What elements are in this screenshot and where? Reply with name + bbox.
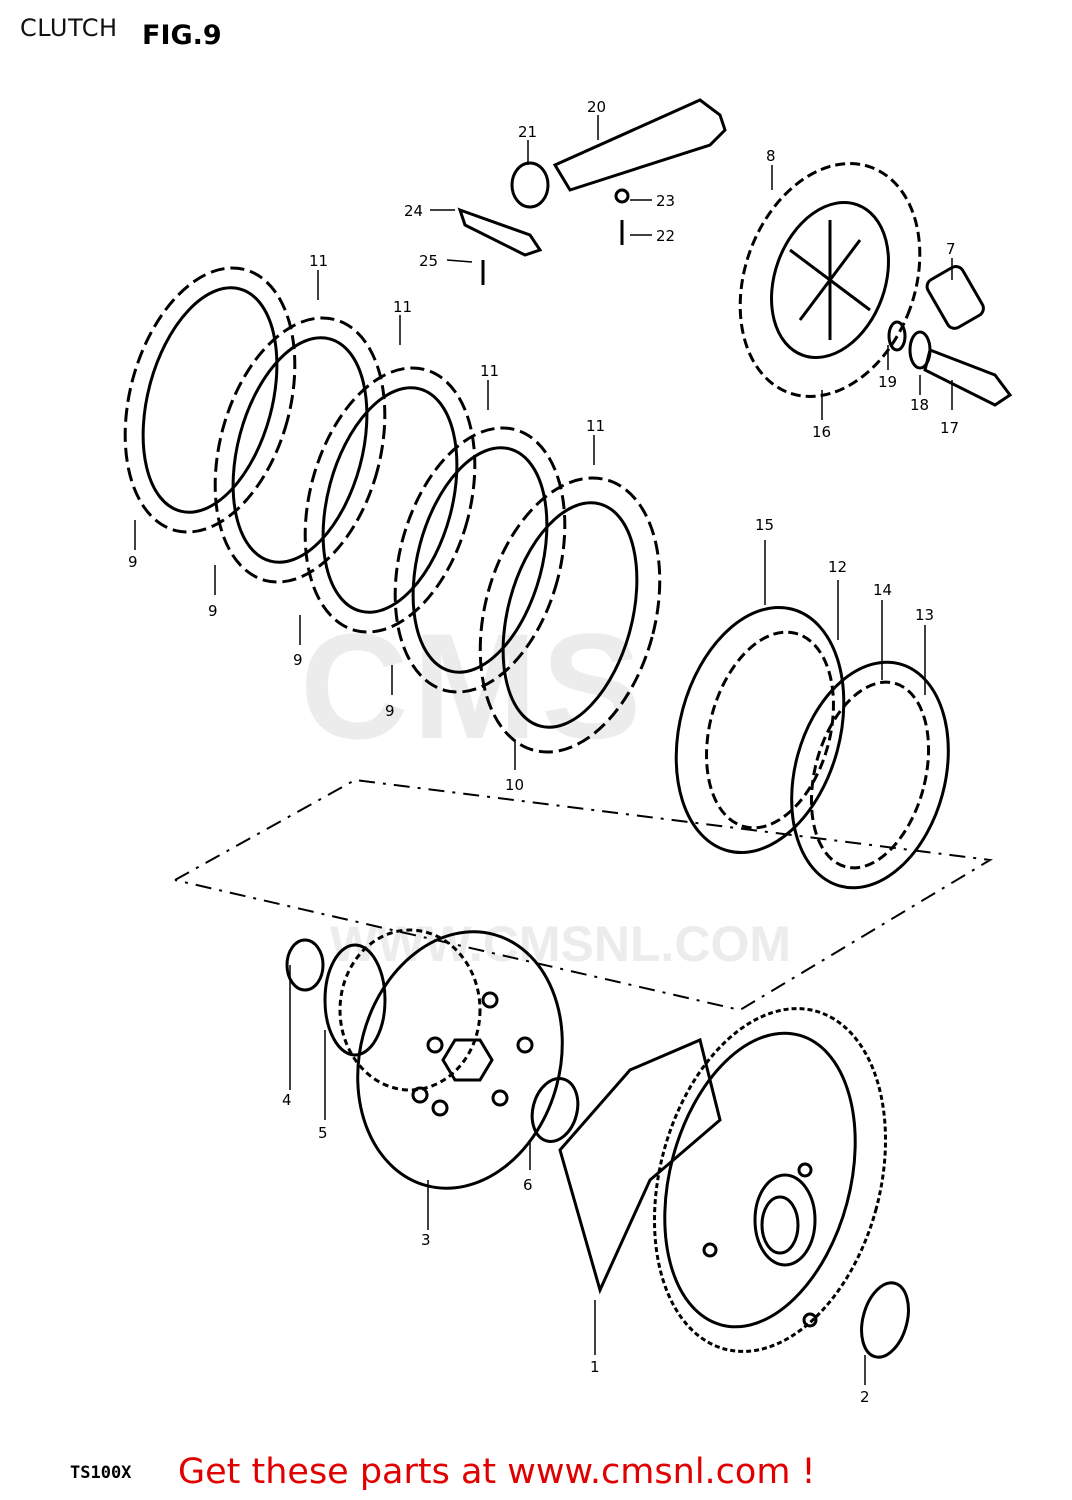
- clutch-housing: [558, 1007, 910, 1359]
- push-rod-assembly: [887, 320, 1013, 407]
- callout-11c: 11: [480, 362, 499, 380]
- callout-3: 3: [421, 1231, 431, 1249]
- callout-20: 20: [587, 98, 606, 116]
- clutch-sleeve-hub: [674, 605, 950, 890]
- callout-9b: 9: [208, 602, 218, 620]
- callout-1: 1: [590, 1358, 600, 1376]
- callout-8: 8: [766, 147, 776, 165]
- callout-9a: 9: [128, 553, 138, 571]
- callout-16: 16: [812, 423, 831, 441]
- clutch-plate-stack: [123, 266, 662, 754]
- callout-11d: 11: [586, 417, 605, 435]
- callout-10: 10: [505, 776, 524, 794]
- callout-24: 24: [404, 202, 423, 220]
- callout-6: 6: [523, 1176, 533, 1194]
- pressure-plate: [738, 162, 922, 398]
- callout-9c: 9: [293, 651, 303, 669]
- callout-7: 7: [946, 240, 956, 258]
- clutch-hub: [285, 928, 580, 1190]
- model-label: TS100X: [70, 1463, 132, 1483]
- callout-5: 5: [318, 1124, 328, 1142]
- release-mechanism: [457, 98, 727, 285]
- callout-13: 13: [915, 606, 934, 624]
- callout-21: 21: [518, 123, 537, 141]
- callout-25: 25: [419, 252, 438, 270]
- callout-17: 17: [940, 419, 959, 437]
- cta-link[interactable]: Get these parts at www.cmsnl.com !: [178, 1452, 816, 1492]
- callout-23: 23: [656, 192, 675, 210]
- callout-14: 14: [873, 581, 892, 599]
- callout-22: 22: [656, 227, 675, 245]
- callout-2: 2: [860, 1388, 870, 1406]
- callout-11b: 11: [393, 298, 412, 316]
- callout-12: 12: [828, 558, 847, 576]
- page-title: CLUTCH: [20, 14, 118, 42]
- callout-9d: 9: [385, 702, 395, 720]
- watermark-url: WWW.CMSNL.COM: [330, 916, 792, 972]
- callout-11a: 11: [309, 252, 328, 270]
- figure-number: FIG.9: [142, 20, 222, 51]
- callout-19: 19: [878, 373, 897, 391]
- callout-18: 18: [910, 396, 929, 414]
- callout-15: 15: [755, 516, 774, 534]
- callout-4: 4: [282, 1091, 292, 1109]
- clutch-spring: [925, 265, 985, 330]
